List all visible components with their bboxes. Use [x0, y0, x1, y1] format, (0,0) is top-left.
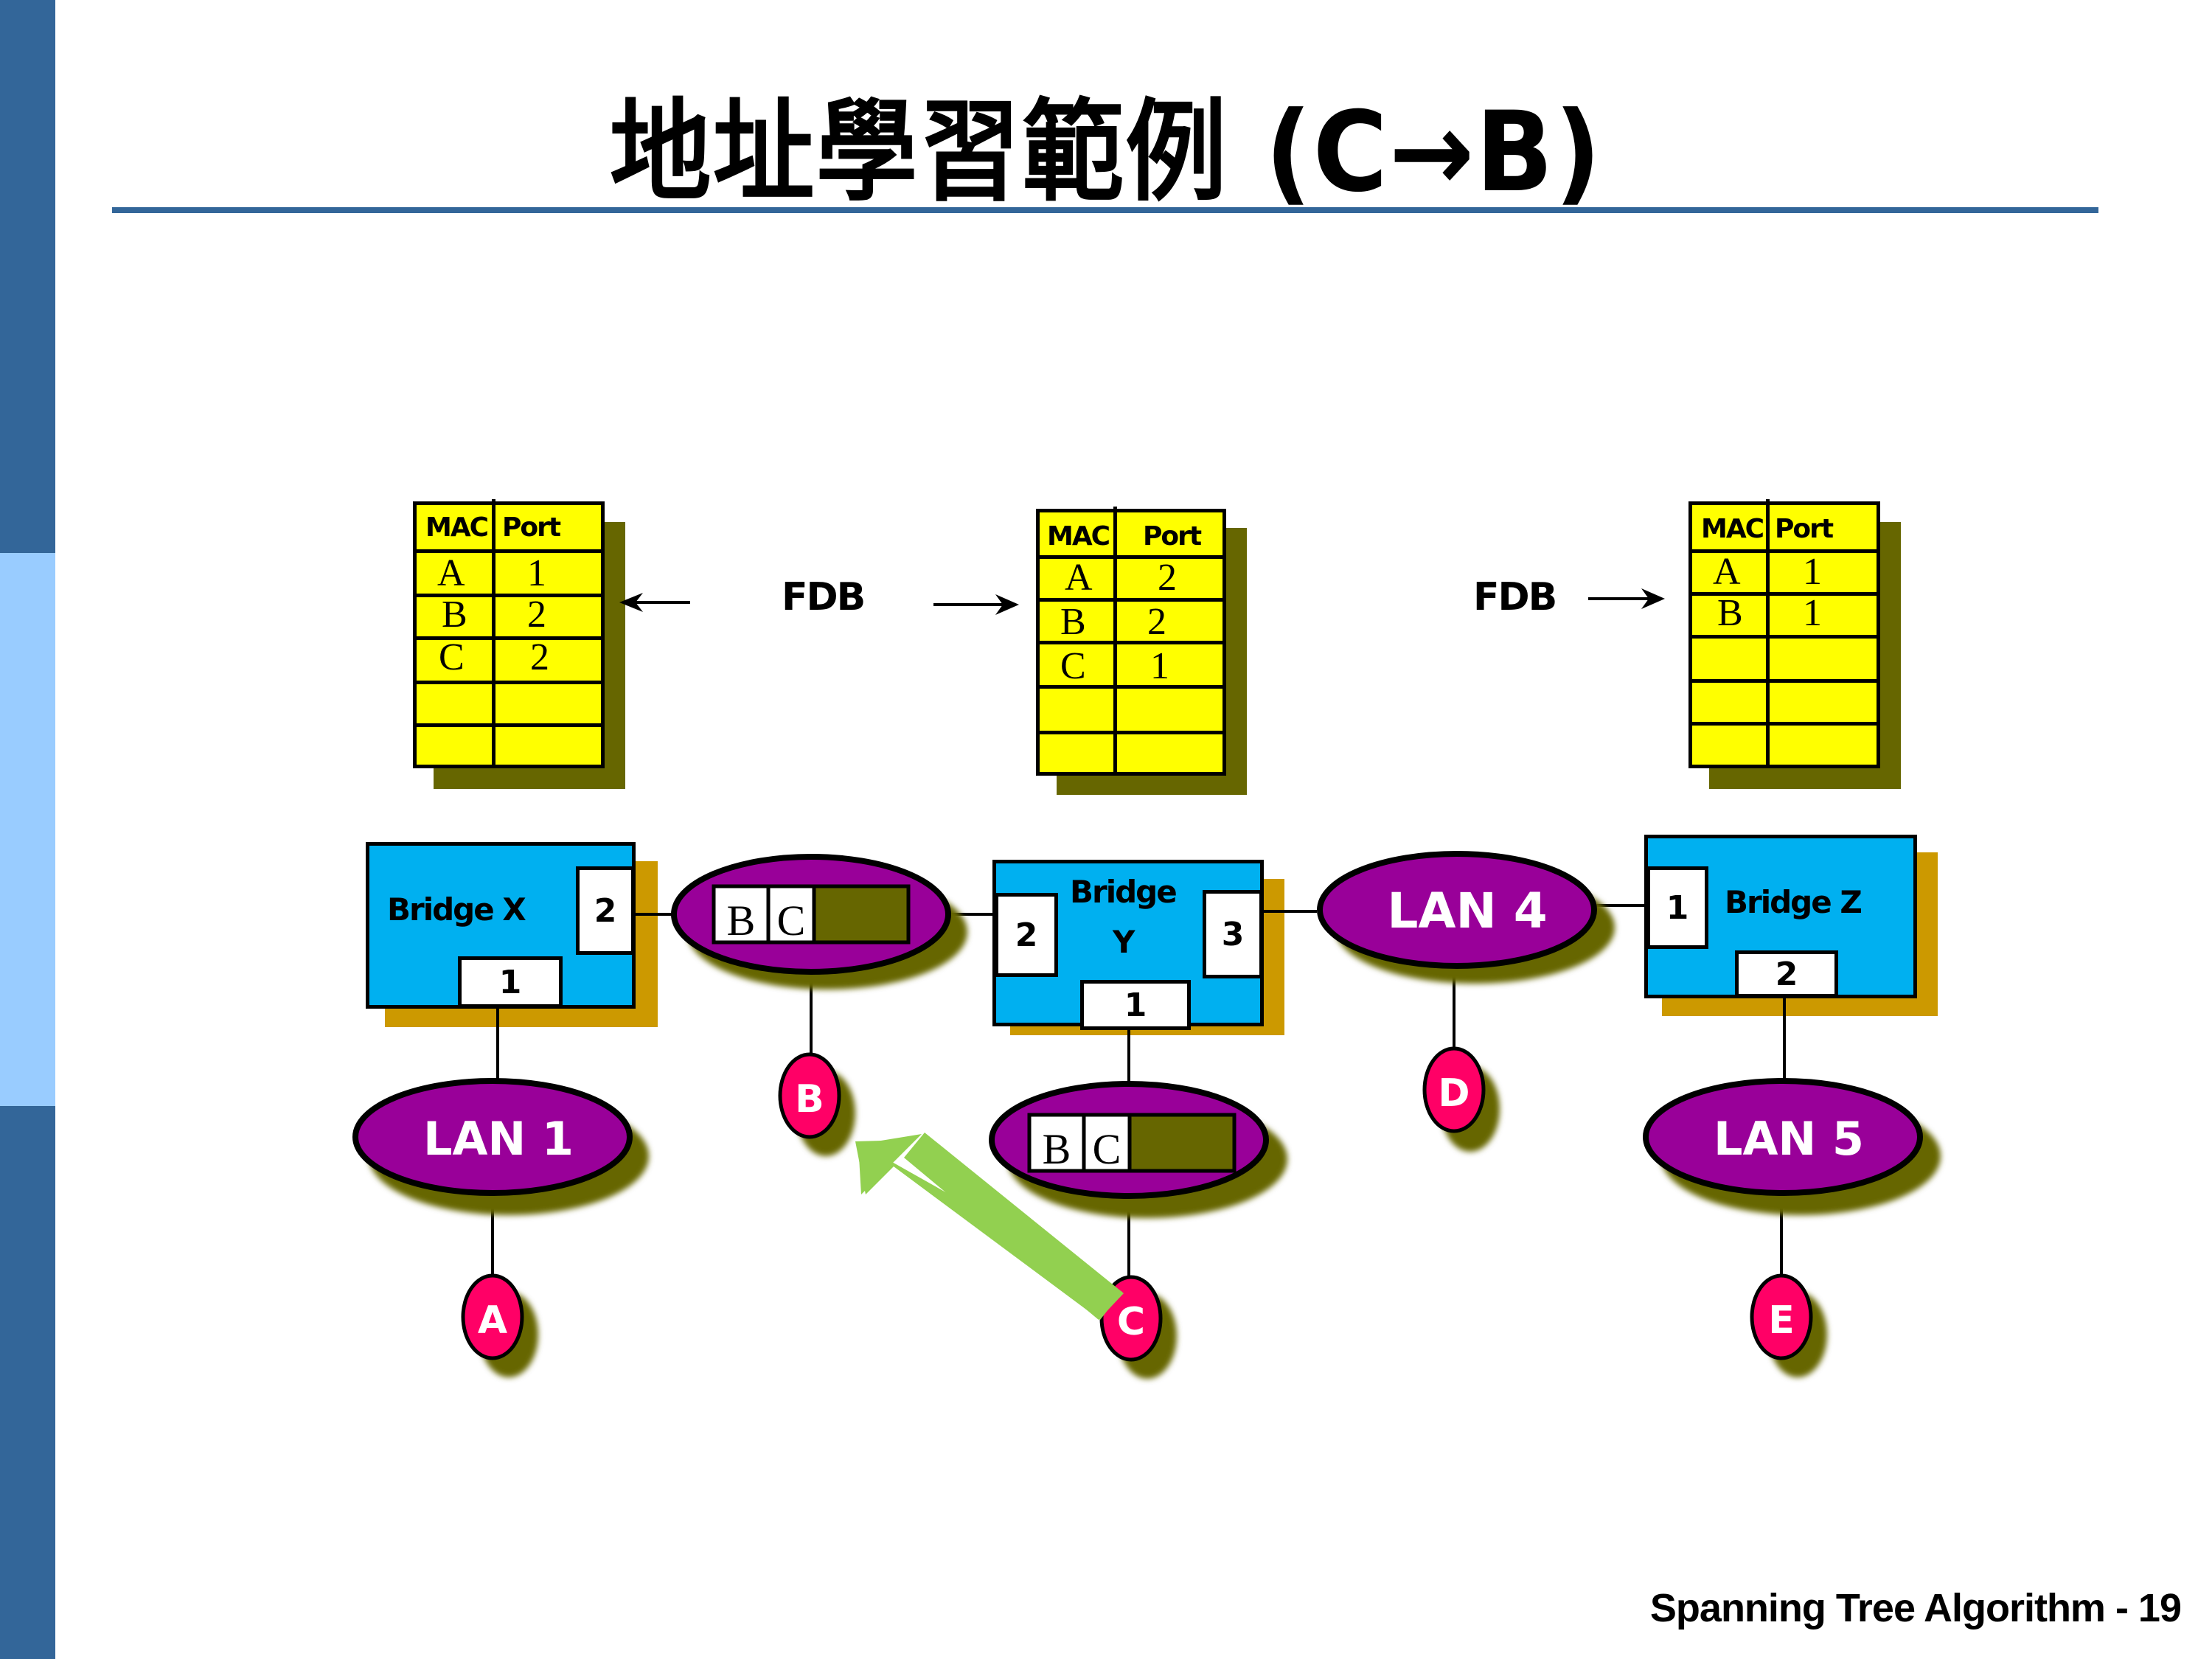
frame-lan3: B C: [1027, 1113, 1237, 1173]
frame-src: C: [1093, 1125, 1121, 1173]
flow-arrow-c-to-b: [855, 1133, 1124, 1320]
host-c[interactable]: C: [1099, 1275, 1177, 1379]
bridge-z-port-1[interactable]: 1: [1646, 866, 1708, 949]
table-row: [1692, 679, 1877, 722]
table-row: A 1: [417, 549, 601, 594]
fdb-label-1: FDB: [782, 575, 866, 619]
svg-text:E: E: [1768, 1298, 1795, 1343]
table-row: [1692, 635, 1877, 679]
bridge-y-label: Bridge: [1070, 874, 1178, 910]
host-a[interactable]: A: [461, 1273, 538, 1377]
bridge-y-port-1[interactable]: 1: [1080, 980, 1191, 1030]
bridge-y-label-letter: Y: [1113, 924, 1135, 960]
column-header-mac: MAC: [1047, 521, 1110, 552]
title-divider: [112, 207, 2098, 213]
side-band-top: [0, 0, 55, 553]
table-row: B 1: [1692, 592, 1877, 635]
host-d[interactable]: D: [1422, 1046, 1500, 1152]
frame-src: C: [777, 897, 806, 945]
bridge-x-label: Bridge X: [387, 891, 526, 928]
lan-5-label: LAN 5: [1714, 1112, 1864, 1166]
table-row: [417, 723, 601, 765]
frame-dst: B: [727, 897, 756, 945]
table-row: [1040, 685, 1222, 731]
column-header-mac: MAC: [1701, 514, 1764, 544]
svg-text:C: C: [1117, 1300, 1145, 1344]
table-row: [417, 681, 601, 723]
bridge-y[interactable]: Bridge Y 2 3 1: [992, 860, 1264, 1030]
table-row: B 2: [1040, 598, 1222, 643]
lan-1-label: LAN 1: [423, 1112, 574, 1166]
table-row: C 2: [417, 636, 601, 681]
host-e[interactable]: E: [1750, 1273, 1827, 1377]
fdb-label-2: FDB: [1473, 575, 1557, 619]
table-row: [1692, 722, 1877, 765]
bridge-y-port-2[interactable]: 2: [995, 893, 1058, 977]
frame-lan2: B C: [712, 884, 911, 945]
bridge-y-port-3[interactable]: 3: [1203, 890, 1263, 978]
column-header-port: Port: [502, 512, 561, 543]
fdb-arrow-to-bridge-x-table: [619, 593, 690, 612]
svg-text:A: A: [478, 1298, 507, 1343]
bridge-z[interactable]: Bridge Z 1 2: [1644, 835, 1917, 998]
table-row: A 1: [1692, 549, 1877, 593]
fdb-arrow-to-bridge-y-table: [933, 594, 1019, 615]
lan-5[interactable]: LAN 5: [1643, 1078, 1941, 1215]
slide-footer: Spanning Tree Algorithm - 19: [1649, 1586, 2182, 1630]
lan-1[interactable]: LAN 1: [352, 1078, 649, 1215]
table-row: [1040, 731, 1222, 772]
column-header-port: Port: [1143, 521, 1202, 552]
bridge-x[interactable]: Bridge X 2 1: [366, 842, 636, 1009]
svg-text:B: B: [795, 1077, 824, 1121]
bridge-z-port-2[interactable]: 2: [1735, 950, 1838, 998]
lan-4[interactable]: LAN 4: [1317, 851, 1615, 984]
side-band-middle: [0, 553, 55, 1106]
slide-title: 地址學習範例 (C→B): [609, 88, 1603, 217]
host-b[interactable]: B: [778, 1052, 855, 1156]
table-row: A 2: [1040, 555, 1222, 599]
bridge-z-label: Bridge Z: [1725, 884, 1863, 920]
frame-dst: B: [1043, 1125, 1071, 1173]
bridge-x-port-2[interactable]: 2: [576, 866, 635, 955]
table-row: B 2: [417, 594, 601, 636]
lan-4-label: LAN 4: [1387, 883, 1547, 939]
fdb-arrow-to-bridge-z-table: [1588, 588, 1665, 609]
side-band-bottom: [0, 1106, 55, 1659]
svg-text:D: D: [1438, 1071, 1470, 1116]
table-row: C 1: [1040, 641, 1222, 687]
bridge-x-port-1[interactable]: 1: [458, 956, 563, 1008]
column-header-port: Port: [1775, 514, 1834, 544]
column-header-mac: MAC: [425, 512, 489, 543]
